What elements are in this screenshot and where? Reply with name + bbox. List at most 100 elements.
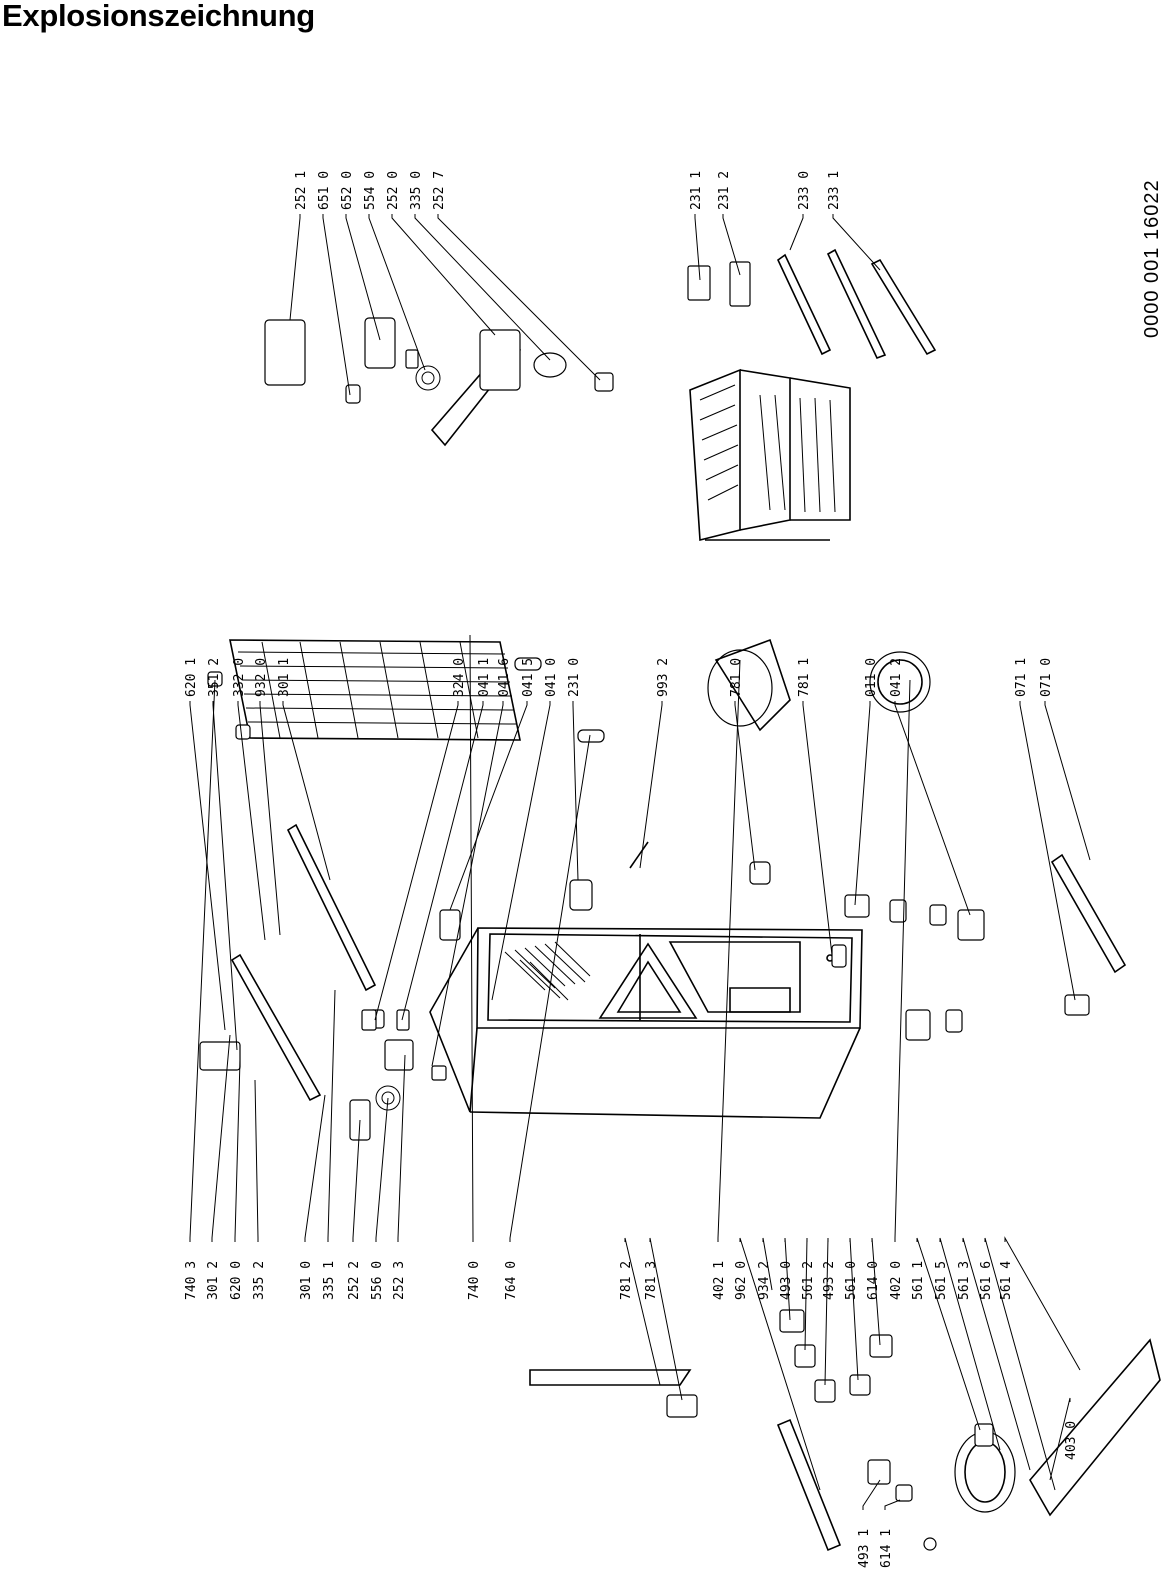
callout-label: 324 0 [452,658,467,697]
callout-label: 993 2 [656,658,671,697]
callout-label: 231 0 [567,658,582,697]
leader-line [237,701,266,941]
callout-label: 071 0 [1039,658,1054,697]
callout-label: 351 2 [207,658,222,697]
callout-label: 335 1 [322,1261,337,1300]
callout-label: 041 2 [889,658,904,697]
rail-301-1 [286,823,377,992]
callout-label: 041 0 [544,658,559,697]
rail-493 [776,1418,842,1552]
leader-line [717,659,741,1242]
callout-label: 740 3 [184,1261,199,1300]
callout-label: 561 2 [801,1261,816,1300]
callout-label: 071 1 [1014,658,1029,697]
leader-line [304,1094,326,1242]
callout-label: 652 0 [340,171,355,210]
leader-line [962,1237,1031,1471]
leader-line [789,214,804,251]
callout-label: 011 0 [864,658,879,697]
page-title: Explosionszeichnung [2,0,315,33]
leader-line [374,701,459,1021]
callout-label: 301 2 [206,1261,221,1300]
callout-label: 614 1 [879,1529,894,1568]
leader-line [212,701,238,1051]
callout-label: 620 0 [229,1261,244,1300]
callout-label: 561 4 [999,1261,1014,1300]
leader-line [352,1119,361,1242]
callout-label: 231 2 [717,171,732,210]
condenser-coil [207,639,605,743]
leader-line [832,214,881,271]
leader-line [437,214,601,381]
callout-label: 402 1 [712,1261,727,1300]
callout-label: 403 0 [1064,1421,1079,1460]
leader-line [722,214,741,276]
callout-label: 301 1 [277,658,292,697]
compressor-upper [707,638,931,732]
leader-line [1004,1236,1081,1371]
callout-label: 934 2 [757,1261,772,1300]
callout-label: 041 1 [477,658,492,697]
callout-label: 561 6 [979,1261,994,1300]
rail-781 [529,1369,692,1386]
leader-line [345,214,381,341]
callout-label: 561 5 [934,1261,949,1300]
leader-line [894,679,911,1242]
callout-label: 764 0 [504,1261,519,1300]
callout-label: 781 3 [644,1261,659,1300]
leader-line [254,1079,259,1242]
leader-line [391,214,496,336]
leader-line [624,1237,661,1386]
leader-line [572,701,579,881]
leader-line [639,701,663,869]
callout-label: 233 0 [797,171,812,210]
leader-line [189,679,216,1242]
leader-line [414,214,551,361]
leader-line [884,1499,901,1510]
callout-label: 740 0 [467,1261,482,1300]
leader-line [509,734,591,1242]
leader-line [784,1237,791,1321]
leader-line [289,214,301,321]
callout-label: 301 0 [299,1261,314,1300]
cabinet [429,927,863,1119]
parts-illustration [199,248,1161,1552]
leader-line [1019,701,1076,1001]
callout-label: 252 3 [392,1261,407,1300]
leader-line [211,1034,231,1242]
callout-label: 335 0 [409,171,424,210]
leader-line [449,701,528,911]
callout-label: 335 2 [252,1261,267,1300]
leader-line [804,1237,808,1351]
leader-line [802,701,833,956]
leader-line [916,1237,981,1431]
leader-line [871,1237,881,1346]
rail-071 [1050,853,1127,974]
callout-label: 231 1 [689,171,704,210]
leader-line [259,701,281,936]
callout-label: 041 6 [497,658,512,697]
leader-line [469,634,474,1242]
leader-line [491,701,551,1001]
leader-line [1049,1397,1071,1481]
document-number: 0000 001 16022 [1141,179,1163,338]
callout-label: 962 0 [734,1261,749,1300]
callout-label: 561 0 [844,1261,859,1300]
callout-label: 781 1 [797,658,812,697]
leader-line [762,1237,773,1291]
callout-label: 781 0 [729,658,744,697]
callout-label: 402 0 [889,1261,904,1300]
leader-line [327,989,336,1242]
leader-line [894,701,971,916]
callout-label: 561 3 [957,1261,972,1300]
leader-line [397,1054,406,1242]
callout-label: 252 0 [386,171,401,210]
callout-label: 556 0 [370,1261,385,1300]
leader-line [368,214,426,371]
callout-label: 233 1 [827,171,842,210]
callout-label: 781 2 [619,1261,634,1300]
leader-line [322,214,351,396]
callout-label: 932 0 [254,658,269,697]
